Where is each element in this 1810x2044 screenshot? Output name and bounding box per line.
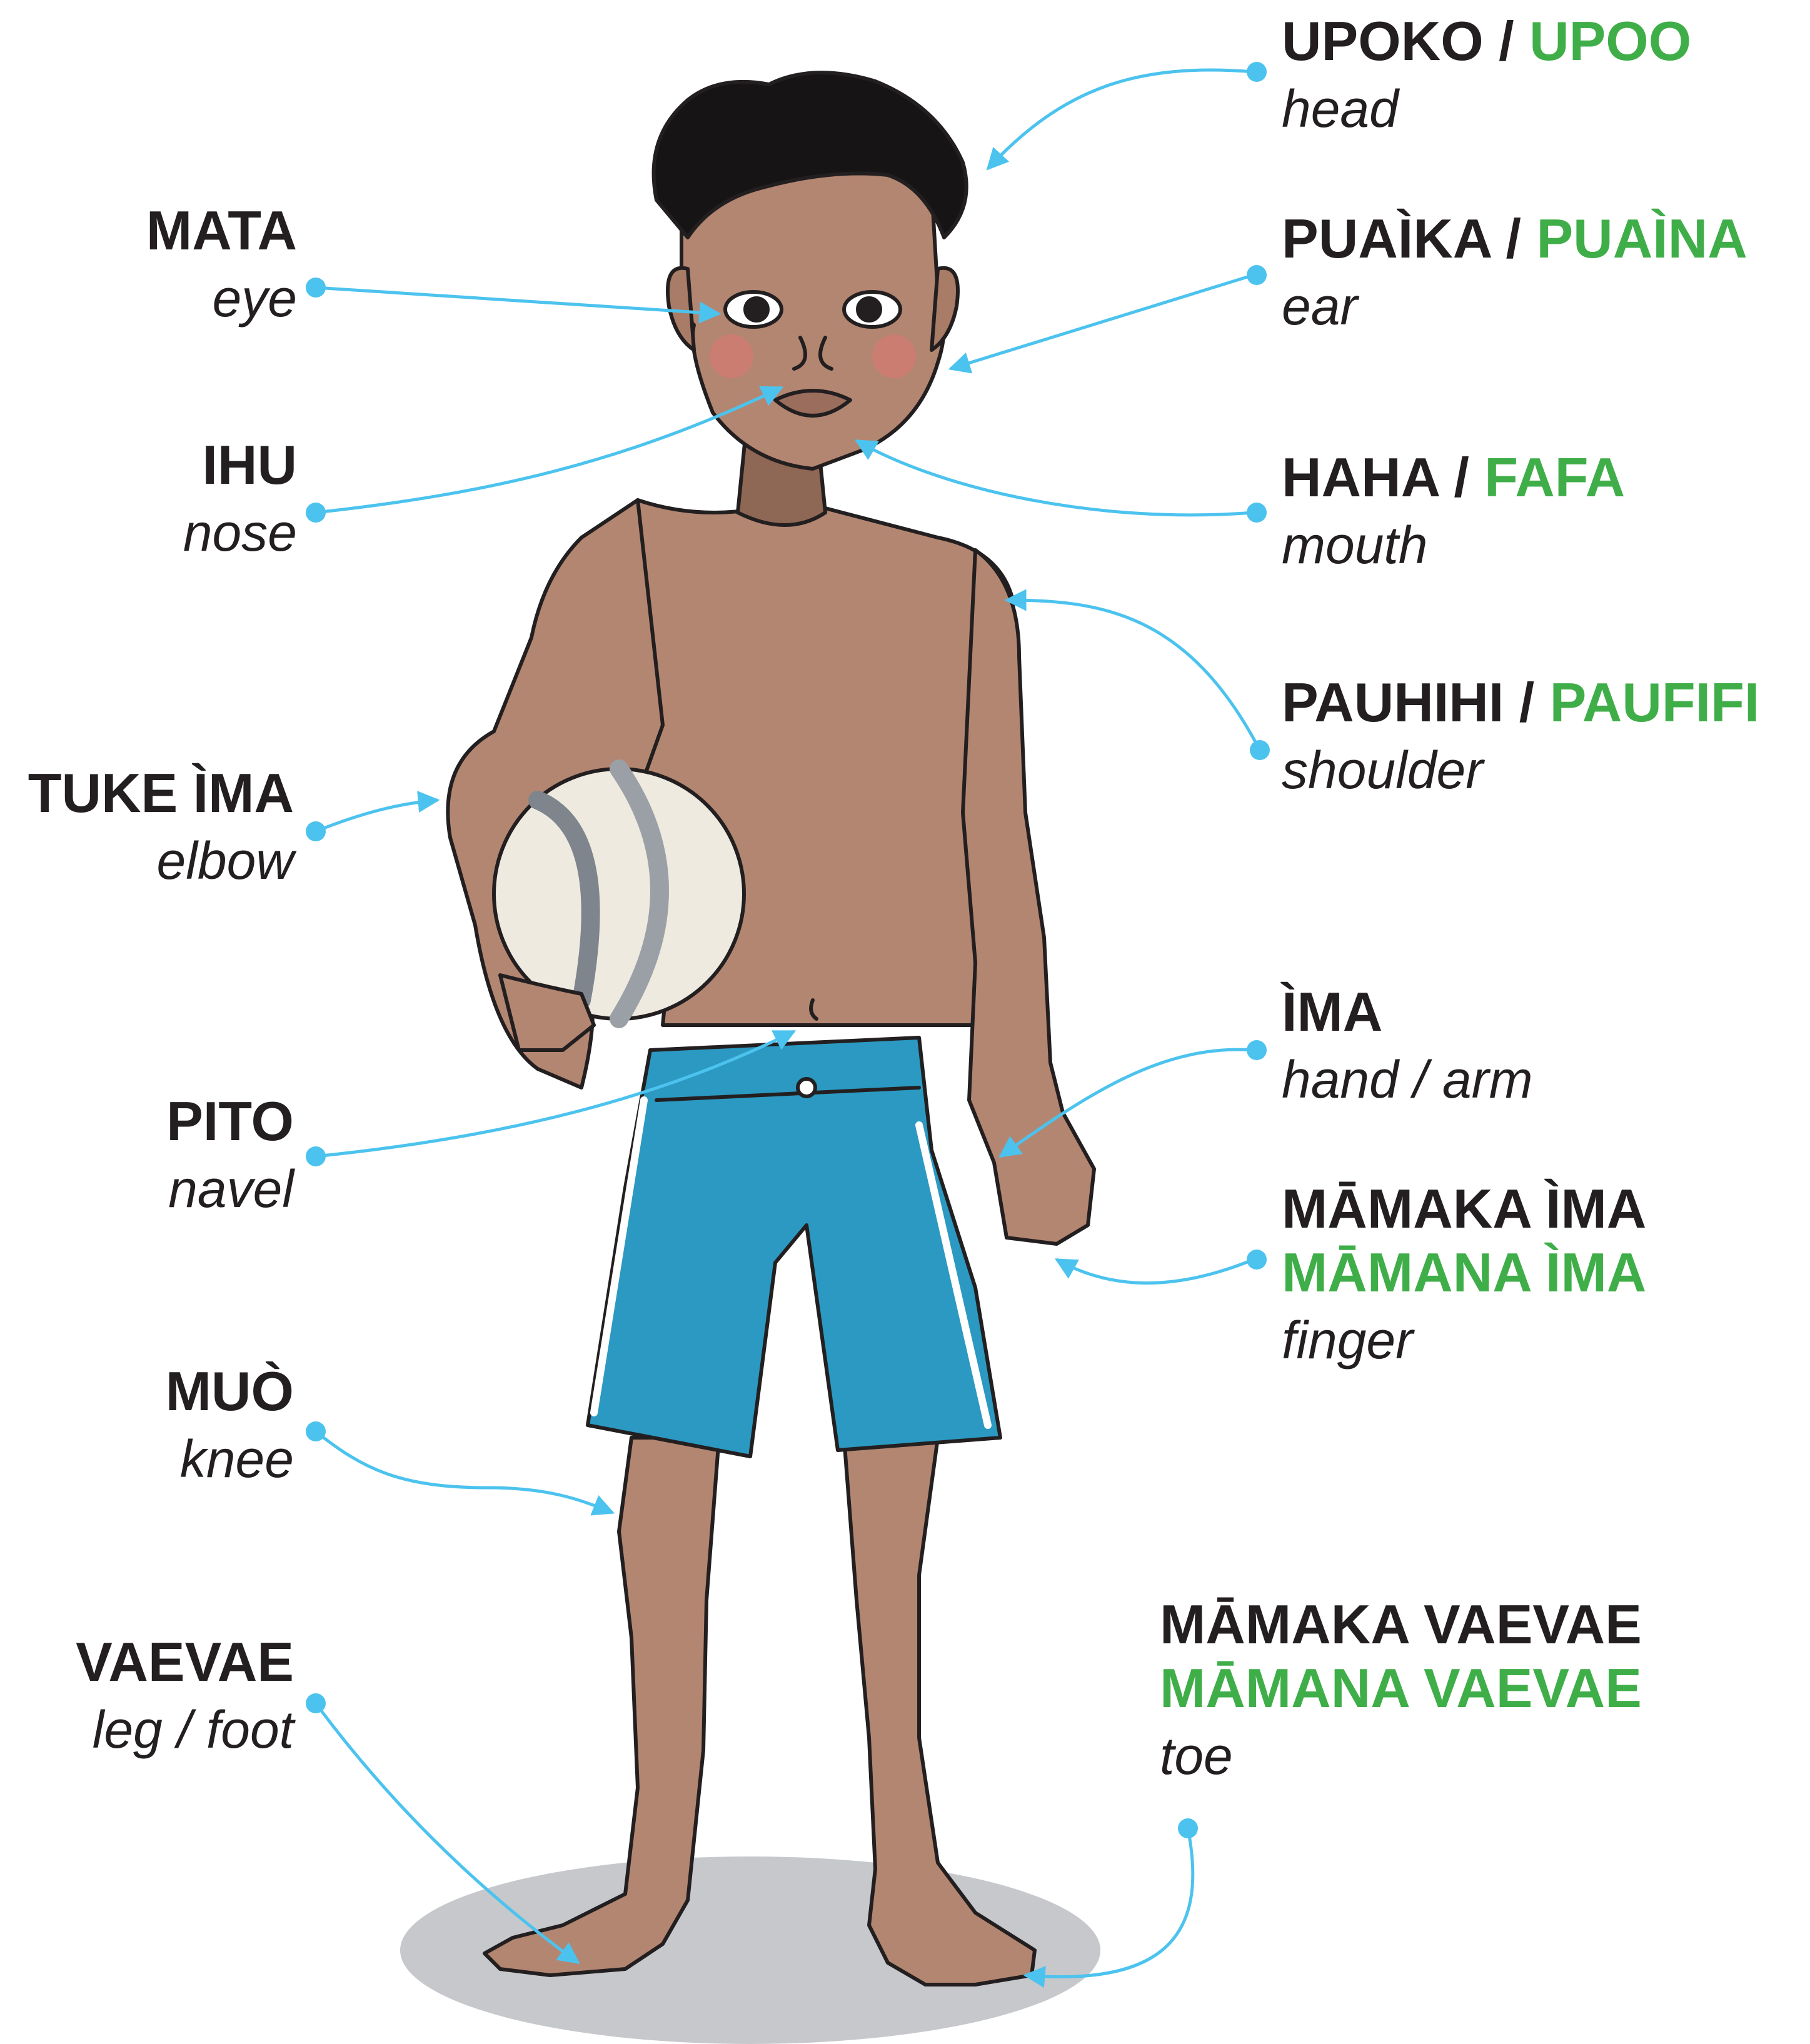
english-navel: navel [166,1163,294,1215]
pointer-elbow [316,800,438,831]
term-navel: PITO [166,1094,294,1149]
label-head: UPOKO / UPOO head [1282,14,1691,135]
label-knee: MUÒ knee [166,1364,294,1485]
pointer-ear [950,275,1254,369]
english-knee: knee [166,1433,294,1485]
variant-mouth: FAFA [1484,446,1625,508]
english-eye: eye [146,272,297,324]
term-mouth: HAHA [1282,446,1439,508]
pointer-knee [316,1431,613,1513]
variant-shoulder: PAUFIFI [1550,671,1760,733]
term-finger: MĀMAKA ÌMA [1282,1181,1646,1236]
english-toe: toe [1160,1730,1642,1782]
english-finger: finger [1282,1314,1646,1366]
english-shoulder: shoulder [1282,744,1759,796]
label-mouth: HAHA / FAFA mouth [1282,450,1625,571]
term-hand: ÌMA [1282,984,1533,1040]
label-navel: PITO navel [166,1094,294,1215]
shorts [588,1038,1000,1456]
pointer-head [988,70,1254,169]
term-toe: MĀMAKA VAEVAE [1160,1597,1642,1652]
english-mouth: mouth [1282,519,1625,571]
label-finger: MĀMAKA ÌMA MĀMANA ÌMA finger [1282,1181,1646,1366]
label-hand: ÌMA hand / arm [1282,984,1533,1106]
term-elbow: TUKE ÌMA [28,766,294,821]
english-hand: hand / arm [1282,1053,1533,1106]
label-ear: PUAÌKA / PUAÌNA ear [1282,211,1747,333]
ear-shape [932,268,958,350]
label-elbow: TUKE ÌMA elbow [28,766,294,887]
pointer-mouth [857,441,1254,515]
english-ear: ear [1282,280,1747,333]
boy-figure [448,73,1094,1985]
label-eye: MATA eye [146,203,297,324]
label-leg: VAEVAE leg / foot [76,1635,294,1756]
term-ear: PUAÌKA [1282,208,1491,269]
term-eye: MATA [146,203,297,258]
label-nose: IHU nose [183,438,297,559]
term-shoulder: PAUHIHI [1282,671,1504,733]
term-leg: VAEVAE [76,1635,294,1690]
pointer-shoulder [1007,600,1260,750]
variant-head: UPOO [1529,10,1691,72]
pointer-eye [316,288,719,314]
variant-toe: MĀMANA VAEVAE [1160,1661,1642,1716]
english-nose: nose [183,506,297,559]
term-nose: IHU [183,438,297,493]
variant-finger: MĀMANA ÌMA [1282,1245,1646,1300]
pointer-finger [1057,1260,1254,1283]
left-arm [963,550,1094,1244]
label-shoulder: PAUHIHI / PAUFIFI shoulder [1282,675,1759,796]
term-head: UPOKO [1282,10,1484,72]
english-elbow: elbow [28,834,294,887]
english-head: head [1282,83,1691,135]
english-leg: leg / foot [76,1703,294,1756]
variant-ear: PUAÌNA [1536,208,1747,269]
term-knee: MUÒ [166,1364,294,1419]
label-toe: MĀMAKA VAEVAE MĀMANA VAEVAE toe [1160,1597,1642,1782]
